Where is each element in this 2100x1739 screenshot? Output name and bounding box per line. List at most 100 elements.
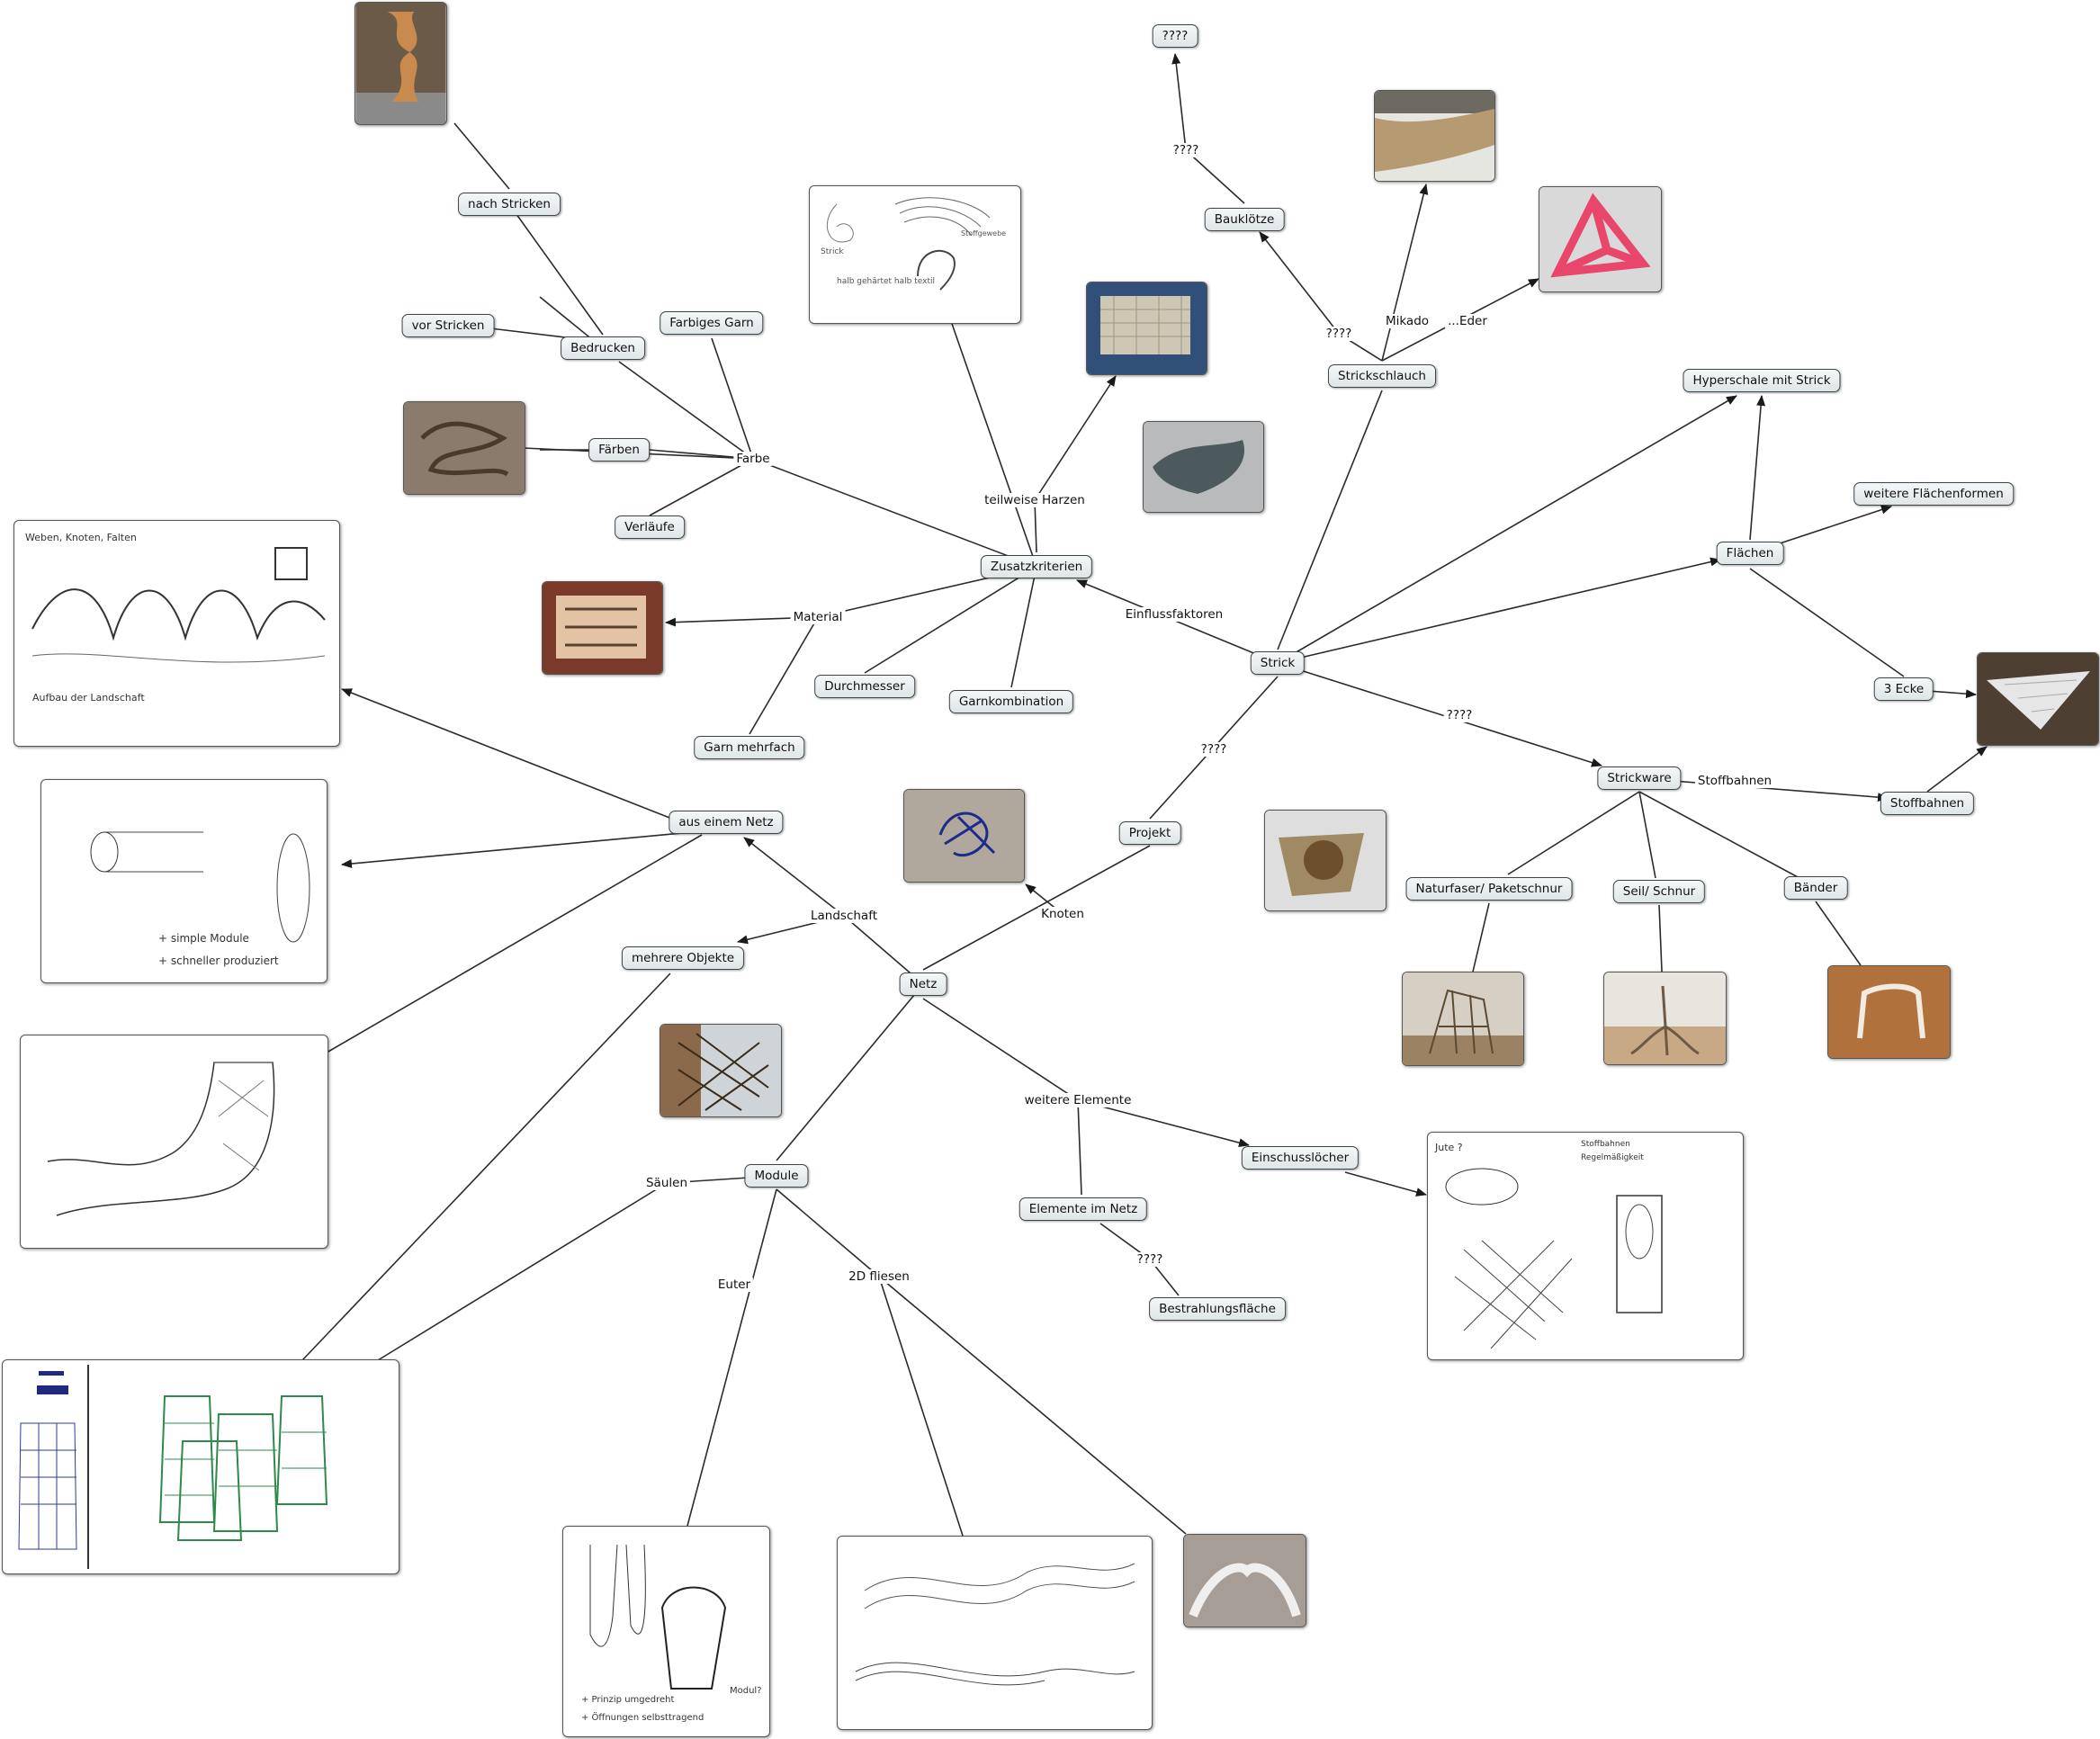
node-stoffbahnen[interactable]: Stoffbahnen (1880, 792, 1975, 815)
sketch-note: Stoffgewebe (961, 229, 1006, 238)
node-weitere-flachenformen[interactable]: weitere Flächenformen (1853, 482, 2014, 506)
node-einschusslocher[interactable]: Einschusslöcher (1241, 1146, 1360, 1170)
photo-woven-frame-image[interactable] (542, 581, 663, 675)
node-nach-stricken[interactable]: nach Stricken (458, 193, 561, 216)
sketch-shells-image[interactable]: Strick halb gehärtet halb textil Stoffgewe… (809, 185, 1021, 324)
link-label-farbe: Farbe (733, 452, 773, 466)
connector-line (711, 337, 754, 460)
node-elemente-im-netz[interactable]: Elemente im Netz (1019, 1197, 1148, 1221)
connector-line (649, 458, 754, 516)
photo-blue-knots-image[interactable] (903, 789, 1025, 883)
sketch-tubes-image[interactable]: + simple Module+ schneller produziert (40, 779, 328, 983)
connector-line (752, 458, 1037, 568)
sketch-note: Stoffbahnen (1581, 1140, 1630, 1149)
node-question-top[interactable]: ???? (1152, 24, 1198, 48)
node-bander[interactable]: Bänder (1783, 876, 1848, 900)
connector-line (453, 122, 510, 190)
connector-line (1277, 395, 1737, 664)
node-module[interactable]: Module (744, 1164, 809, 1188)
node-mehrere-objekte[interactable]: mehrere Objekte (621, 946, 745, 970)
connector-line (377, 1182, 668, 1361)
photo-sand-knit-image[interactable] (1374, 90, 1495, 182)
link-label-stoffbahnen: Stoffbahnen (1694, 774, 1775, 788)
connector-line (922, 845, 1151, 971)
connector-line (1749, 568, 1905, 677)
photo-lattice-panel-image[interactable] (1086, 282, 1207, 375)
node-3-ecke[interactable]: 3 Ecke (1873, 677, 1934, 701)
photo-white-fold-image[interactable] (1183, 1534, 1306, 1627)
photo-pink-tetrahedron-image[interactable] (1539, 186, 1662, 292)
node-strickschlauch[interactable]: Strickschlauch (1328, 364, 1436, 388)
node-bauklotze[interactable]: Bauklötze (1204, 208, 1285, 231)
connector-line (749, 616, 819, 735)
connector-line (1344, 1171, 1427, 1197)
sketch-note: Regelmäßigkeit (1581, 1153, 1644, 1162)
photo-ribbon-arch-image[interactable] (1827, 965, 1951, 1059)
node-durchmesser[interactable]: Durchmesser (814, 675, 915, 698)
link-label-mikado: Mikado (1382, 314, 1432, 328)
link-label-question: ???? (1198, 742, 1230, 757)
node-naturfaser-paketschnur[interactable]: Naturfaser/ Paketschnur (1405, 877, 1573, 901)
node-projekt[interactable]: Projekt (1118, 821, 1181, 845)
link-label-eder: ...Eder (1445, 314, 1490, 328)
photo-wire-sculpture-image[interactable] (1402, 972, 1524, 1066)
sketch-note: + Prinzip umgedreht (581, 1695, 675, 1705)
node-strick[interactable]: Strick (1250, 651, 1306, 675)
sketch-waves-image[interactable] (837, 1536, 1153, 1730)
link-label-knoten: Knoten (1038, 907, 1087, 921)
node-zusatzkriterien[interactable]: Zusatzkriterien (980, 555, 1093, 578)
sketch-tube-shape-image[interactable] (20, 1035, 328, 1249)
link-label-teilweise-harzen: teilweise Harzen (982, 493, 1088, 507)
photo-white-triangle-image[interactable] (1977, 652, 2099, 746)
photo-burlap-image[interactable] (1264, 810, 1387, 911)
sketch-note: + Öffnungen selbsttragend (581, 1711, 704, 1723)
node-flachen[interactable]: Flächen (1716, 542, 1784, 565)
link-label-saulen: Säulen (642, 1176, 691, 1190)
connector-line (1077, 1099, 1250, 1148)
sketch-columns-image[interactable] (2, 1359, 399, 1574)
node-seil-schnur[interactable]: Seil/ Schnur (1612, 880, 1706, 903)
connector-line (1277, 390, 1383, 650)
sketch-note: Modul? (730, 1686, 762, 1696)
connector-line (950, 320, 1037, 568)
node-netz[interactable]: Netz (899, 973, 947, 996)
connector-line (1077, 1099, 1082, 1196)
photo-rope-tree-image[interactable] (1603, 972, 1727, 1065)
sketch-udder-image[interactable]: + Prinzip umgedreht + Öffnungen selbsttra… (562, 1526, 770, 1737)
photo-grey-knit-image[interactable] (1143, 421, 1264, 513)
connector-line (1076, 579, 1279, 664)
connector-line (1658, 904, 1663, 973)
node-strickware[interactable]: Strickware (1597, 766, 1682, 790)
connector-line (1277, 662, 1602, 767)
sketch-note: halb gehärtet halb textil (837, 277, 935, 286)
node-bestrahlungsflache[interactable]: Bestrahlungsfläche (1149, 1297, 1286, 1321)
connector-line (743, 837, 845, 917)
node-bedrucken[interactable]: Bedrucken (561, 336, 645, 360)
link-label-question: ???? (1134, 1252, 1166, 1267)
link-label-question: ???? (1170, 143, 1202, 157)
connector-line (922, 998, 1079, 1101)
node-farbiges-garn[interactable]: Farbiges Garn (660, 311, 764, 335)
photo-knit-tower-image[interactable] (354, 2, 447, 125)
photo-brown-loops-image[interactable] (403, 401, 525, 495)
connector-line (326, 834, 703, 1053)
connector-line (1185, 149, 1245, 204)
node-farben[interactable]: Färben (588, 438, 650, 462)
sketch-note: Strick (821, 247, 844, 256)
connector-line (341, 830, 703, 868)
node-garn-mehrfach[interactable]: Garn mehrfach (694, 736, 805, 759)
photo-net-frame-image[interactable] (660, 1024, 782, 1117)
connector-line (1381, 184, 1429, 362)
link-label-2d-fliesen: 2D fliesen (846, 1269, 912, 1284)
node-aus-einem-netz[interactable]: aus einem Netz (669, 811, 784, 834)
sketch-note: Aufbau der Landschaft (32, 692, 145, 704)
sketch-note: Jute ? (1434, 1142, 1463, 1153)
node-garnkombination[interactable]: Garnkombination (948, 690, 1074, 713)
connector-line (1171, 53, 1187, 151)
node-vor-stricken[interactable]: vor Stricken (401, 314, 495, 337)
node-hyperschale-mit-strick[interactable]: Hyperschale mit Strick (1683, 369, 1841, 392)
node-verlaufe[interactable]: Verläufe (615, 515, 685, 539)
